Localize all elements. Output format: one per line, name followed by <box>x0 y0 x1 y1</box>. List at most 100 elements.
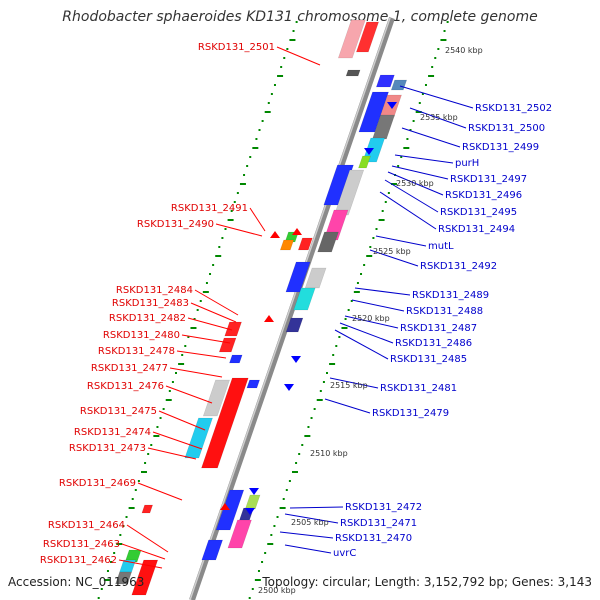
gene-feature <box>244 494 261 510</box>
gene-label-reverse: RSKD131_2492 <box>420 261 497 272</box>
label-leader <box>165 385 213 404</box>
label-leader <box>354 287 411 296</box>
gene-feature <box>293 287 316 311</box>
gene-feature <box>285 317 304 333</box>
gene-label-forward: RSKD131_2464 <box>48 520 125 531</box>
strand-arrow <box>292 228 302 235</box>
strand-arrow <box>245 508 255 515</box>
gene-feature <box>246 379 260 389</box>
gene-feature <box>375 74 395 88</box>
scale-label: 2500 kbp <box>258 586 296 595</box>
gene-label-forward: RSKD131_2463 <box>43 539 120 550</box>
gene-labels: RSKD131_2501RSKD131_2491RSKD131_2490RSKD… <box>40 42 552 566</box>
topology-summary: Topology: circular; Length: 3,152,792 bp… <box>262 575 592 589</box>
label-leader <box>369 249 419 267</box>
strand-arrow <box>220 503 230 510</box>
gene-label-reverse: RSKD131_2486 <box>395 338 472 349</box>
scale-label: 2525 kbp <box>373 247 411 256</box>
label-leader <box>409 107 467 129</box>
label-leader <box>152 431 203 450</box>
label-leader <box>169 367 223 378</box>
label-leader <box>194 289 239 316</box>
gene-label-reverse: RSKD131_2479 <box>372 408 449 419</box>
gene-feature <box>131 559 159 596</box>
gene-label-reverse: RSKD131_2499 <box>462 142 539 153</box>
gene-feature <box>202 379 230 417</box>
gene-label-forward: RSKD131_2483 <box>112 298 189 309</box>
chromosome-backbone <box>189 17 395 600</box>
label-leader <box>379 191 437 230</box>
label-leader <box>279 531 334 539</box>
label-leader <box>384 179 439 213</box>
label-leader <box>334 329 389 360</box>
gene-feature <box>279 239 295 251</box>
gene-label-forward: RSKD131_2491 <box>171 203 248 214</box>
label-leader <box>401 127 461 148</box>
strand-arrow <box>284 384 294 391</box>
label-leader <box>284 513 339 524</box>
label-leader <box>344 315 399 329</box>
label-leader <box>215 223 263 237</box>
gene-feature <box>297 237 313 251</box>
scale-label: 2505 kbp <box>291 518 329 527</box>
scale-label: 2515 kbp <box>330 381 368 390</box>
label-leader <box>394 154 454 164</box>
gene-feature <box>390 79 408 91</box>
gene-label-reverse: RSKD131_2494 <box>438 224 515 235</box>
label-leader <box>387 171 444 196</box>
label-leader <box>118 559 163 569</box>
label-leader <box>399 85 474 109</box>
label-leader <box>126 524 169 553</box>
scale-label: 2530 kbp <box>396 179 434 188</box>
gene-label-reverse: RSKD131_2481 <box>380 383 457 394</box>
gene-label-forward: RSKD131_2501 <box>198 42 275 53</box>
gene-feature <box>356 21 379 53</box>
label-leader <box>147 447 197 460</box>
label-leader <box>329 377 379 389</box>
gene-feature <box>227 519 252 549</box>
gene-feature <box>304 267 327 289</box>
gene-label-reverse: purH <box>455 158 479 169</box>
gene-label-reverse: RSKD131_2496 <box>445 190 522 201</box>
gene-label-reverse: RSKD131_2471 <box>340 518 417 529</box>
label-leader <box>121 543 166 560</box>
label-leader <box>181 334 231 344</box>
strand-arrow <box>387 102 397 109</box>
label-leader <box>249 207 266 232</box>
label-leaders <box>118 46 474 569</box>
label-leader <box>289 506 344 509</box>
gene-label-forward: RSKD131_2473 <box>69 443 146 454</box>
label-leader <box>391 165 449 180</box>
gene-feature <box>201 377 249 469</box>
scale-label: 2510 kbp <box>310 449 348 458</box>
label-leader <box>284 544 332 554</box>
scale-label: 2540 kbp <box>445 46 483 55</box>
map-title: Rhodobacter sphaeroides KD131 chromosome… <box>62 9 538 25</box>
gene-label-reverse: uvrC <box>333 548 356 559</box>
strand-arrow <box>270 231 280 238</box>
label-leader <box>158 410 206 431</box>
gene-label-reverse: RSKD131_2470 <box>335 533 412 544</box>
gene-label-forward: RSKD131_2484 <box>116 285 193 296</box>
gene-feature <box>229 354 243 364</box>
label-leader <box>276 46 321 66</box>
strand-arrow <box>249 488 259 495</box>
label-leader <box>351 299 405 312</box>
gene-label-reverse: RSKD131_2472 <box>345 502 422 513</box>
gene-label-reverse: mutL <box>428 241 454 252</box>
label-leader <box>375 235 427 247</box>
label-leader <box>187 317 233 331</box>
gene-label-forward: RSKD131_2477 <box>91 363 168 374</box>
gene-feature <box>285 261 311 293</box>
gene-label-reverse: RSKD131_2495 <box>440 207 517 218</box>
gene-feature <box>201 539 223 561</box>
gene-feature <box>337 19 366 59</box>
gene-label-reverse: RSKD131_2485 <box>390 354 467 365</box>
strand-arrow <box>264 315 274 322</box>
accession-text: Accession: NC_011963 <box>8 575 145 589</box>
gene-label-reverse: RSKD131_2500 <box>468 123 545 134</box>
label-leader <box>176 350 227 359</box>
